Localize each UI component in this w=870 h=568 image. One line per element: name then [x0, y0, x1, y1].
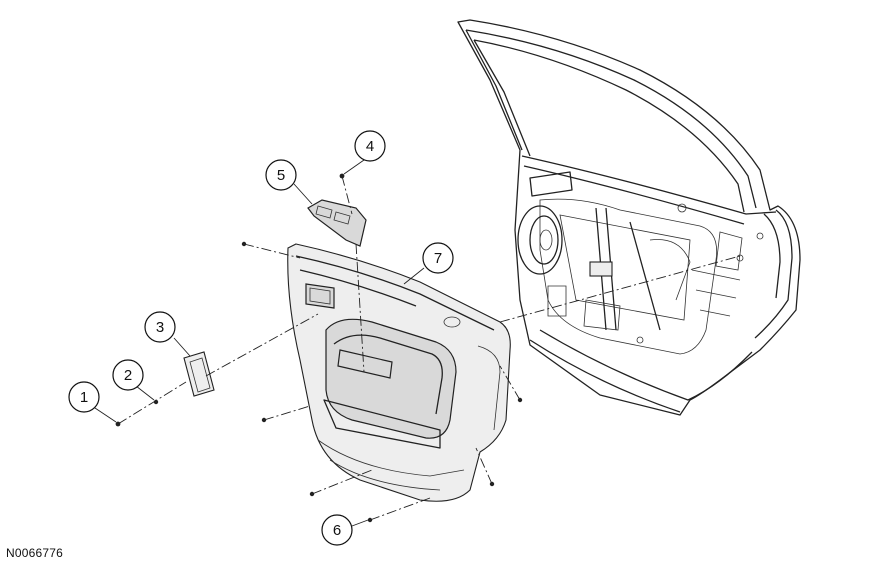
callout-2: 2	[112, 359, 144, 391]
callout-3-label: 3	[156, 319, 164, 336]
callout-4: 4	[354, 130, 386, 162]
window-switch-bezel	[307, 199, 367, 247]
callout-1-label: 1	[80, 389, 88, 406]
fasteners	[115, 173, 523, 523]
callout-5-label: 5	[277, 167, 285, 184]
door-shell	[457, 19, 801, 416]
door-trim-panel	[287, 243, 511, 502]
screw-right	[517, 397, 523, 403]
screw-1	[115, 421, 121, 427]
screw-lower-right	[489, 481, 495, 487]
assembly-lines	[117, 175, 741, 521]
screw-2	[153, 399, 159, 405]
callout-5: 5	[265, 159, 297, 191]
callout-6-label: 6	[333, 522, 341, 539]
screw-4	[339, 173, 345, 179]
callout-7-label: 7	[434, 250, 442, 267]
callout-7: 7	[422, 242, 454, 274]
callout-2-label: 2	[124, 367, 132, 384]
callout-1: 1	[68, 381, 100, 413]
screw-lower-left	[309, 491, 315, 497]
callout-6: 6	[321, 514, 353, 546]
callout-4-label: 4	[366, 138, 374, 155]
callout-3: 3	[144, 311, 176, 343]
trim-bezel	[183, 351, 215, 397]
pin-top	[241, 241, 247, 247]
leader-lines	[91, 159, 425, 527]
figure-id: N0066776	[6, 546, 63, 560]
screw-6	[367, 517, 373, 523]
screw-left	[261, 417, 267, 423]
